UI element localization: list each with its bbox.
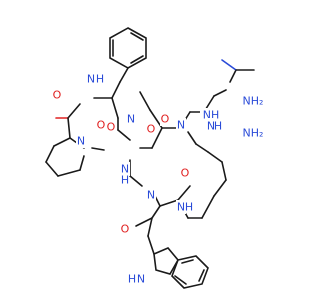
atom-n-phenylalanine: N <box>87 73 95 86</box>
atom-o-tryptophan: O <box>121 223 130 236</box>
molecule-structure-diagram: NH₂ NH NH₂ N H N H O N O O N O O N N O N <box>45 27 264 289</box>
atom-h-tryptophan: H <box>121 174 129 187</box>
indole-ring <box>153 247 209 289</box>
atom-n-guanidine-link: N <box>207 120 215 133</box>
atom-n-indole: N <box>137 273 145 286</box>
atom-o-mid-4: O <box>161 113 170 126</box>
atom-labels: NH₂ NH NH₂ N H N H O N O O N O O N N O N <box>52 72 264 286</box>
atom-o-mid-2: O <box>107 121 116 134</box>
atom-h-indole: H <box>128 273 136 286</box>
atom-n-arginine: N <box>177 119 185 132</box>
atom-n-lysine: N <box>147 189 155 202</box>
atom-o-mid-3: O <box>147 123 156 136</box>
benzene-ring <box>109 27 147 99</box>
atom-nh2-top: NH₂ <box>243 95 264 108</box>
atom-h-phenylalanine: H <box>96 73 104 86</box>
atom-nh2-guanidine: NH₂ <box>243 127 264 140</box>
atom-n-mid: N <box>127 113 135 126</box>
atom-n-lower: N <box>177 201 185 214</box>
atom-n-tryptophan: N <box>121 163 129 176</box>
atom-h-lower: H <box>185 201 193 214</box>
macrocycle-backbone <box>91 59 255 255</box>
atom-o-lysine: O <box>181 167 190 180</box>
atom-n-proline: N <box>77 135 85 148</box>
atom-h-guanidine-link: H <box>214 120 222 133</box>
atom-o-mid-1: O <box>97 119 106 132</box>
atom-o-proline: O <box>53 89 62 102</box>
proline-ring <box>45 97 119 177</box>
